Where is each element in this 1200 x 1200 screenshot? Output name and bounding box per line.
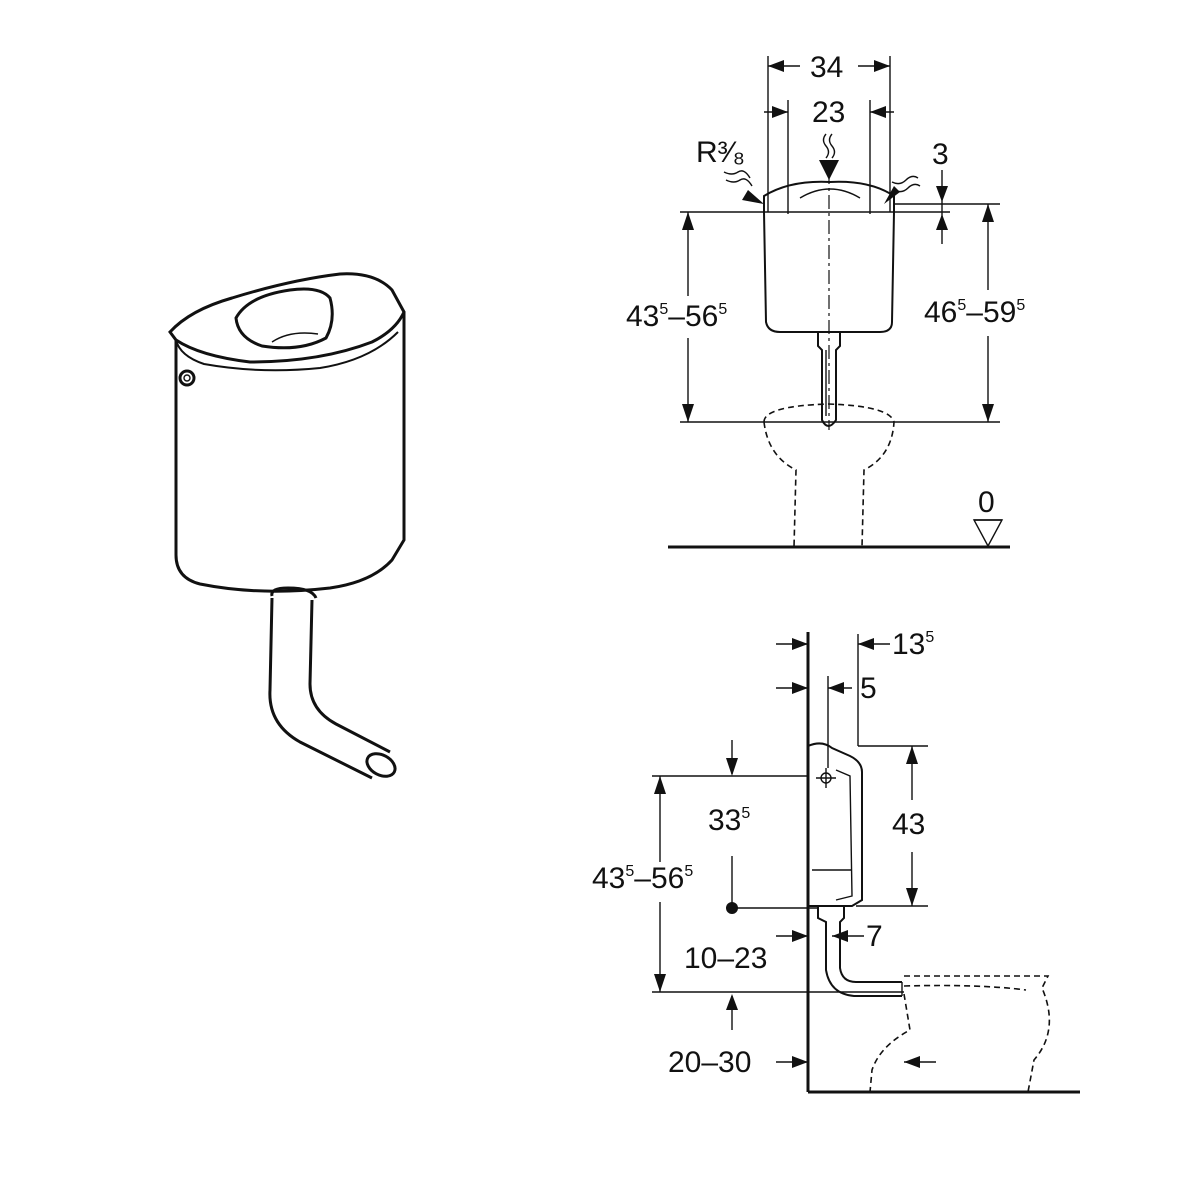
dim-mount-height: 435–565 — [592, 862, 693, 895]
dim-wall-to-back: 135 — [892, 628, 934, 661]
dim-wall-to-bracket: 5 — [860, 672, 877, 705]
dim-height-left: 435–565 — [626, 300, 727, 333]
dim-bracket-height: 335 — [708, 804, 750, 837]
dim-pipe-offset: 7 — [866, 920, 883, 953]
dim-lid-offset: 3 — [932, 138, 949, 171]
dim-wall-to-pipe: 10–23 — [684, 942, 767, 975]
dim-cistern-height: 43 — [892, 808, 925, 841]
thread-label: R³⁄₈ — [696, 136, 745, 169]
dim-height-right: 465–595 — [924, 296, 1025, 329]
dim-wall-to-bowl: 20–30 — [668, 1046, 751, 1079]
floor-level-label: 0 — [978, 486, 995, 519]
dim-width-outer: 34 — [810, 51, 843, 84]
front-view-drawing: 34 23 R³⁄₈ 3 435–565 — [626, 51, 1025, 549]
cistern-perspective-illustration — [168, 272, 406, 780]
side-view-drawing: 135 5 43 335 435–565 — [592, 628, 1080, 1094]
dim-width-inner: 23 — [812, 96, 845, 129]
